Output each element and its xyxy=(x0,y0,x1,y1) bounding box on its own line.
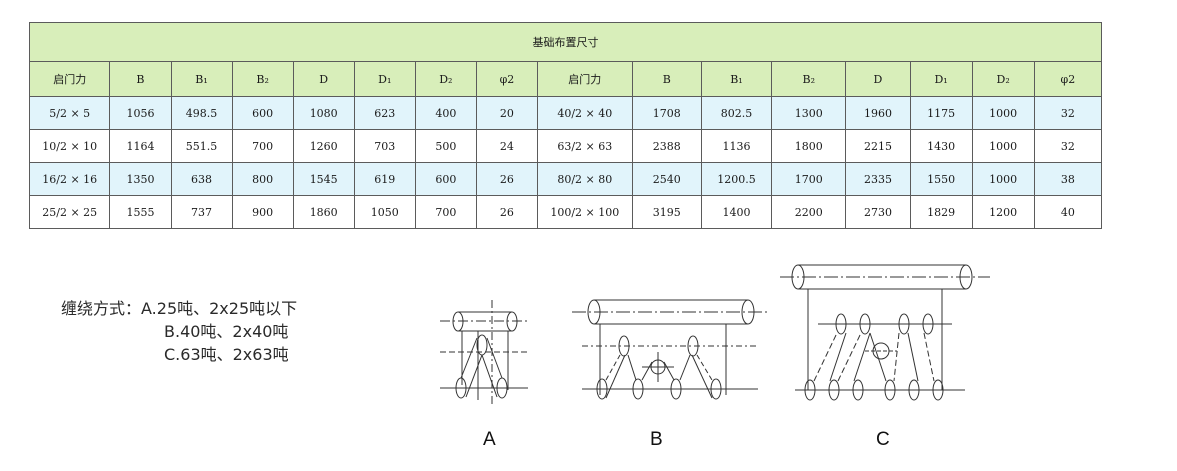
table-cell: 100/2 × 100 xyxy=(536,195,633,229)
column-header: B₁ xyxy=(700,61,773,97)
table-cell: 737 xyxy=(170,195,233,229)
table-cell: 800 xyxy=(231,162,294,196)
table-cell: 2200 xyxy=(771,195,847,229)
table-cell: 2215 xyxy=(845,129,911,163)
table-cell: 10/2 × 10 xyxy=(28,129,111,163)
table-cell: 1056 xyxy=(109,96,172,130)
column-header: 启门力 xyxy=(536,61,633,97)
table-cell: 1200 xyxy=(971,195,1035,229)
table-cell: 2540 xyxy=(631,162,702,196)
table-cell: 38 xyxy=(1033,162,1103,196)
column-header: B₂ xyxy=(771,61,847,97)
diagram-label-a: A xyxy=(483,429,496,450)
winding-diagram-c xyxy=(780,264,990,401)
winding-diagram-a xyxy=(440,300,528,405)
table-cell: 20 xyxy=(475,96,538,130)
table-cell: 500 xyxy=(414,129,477,163)
winding-diagram-b xyxy=(572,299,768,400)
table-title-row: 基础布置尺寸 xyxy=(29,22,1102,62)
table-cell: 600 xyxy=(231,96,294,130)
table-cell: 1350 xyxy=(109,162,172,196)
table-cell: 400 xyxy=(414,96,477,130)
table-cell: 638 xyxy=(170,162,233,196)
winding-label: 缠绕方式： xyxy=(61,299,142,318)
winding-item-b: B.40吨、2x40吨 xyxy=(164,322,289,341)
column-header: D₂ xyxy=(971,61,1035,97)
column-header: B₁ xyxy=(170,61,233,97)
column-header: D₁ xyxy=(353,61,416,97)
table-cell: 40/2 × 40 xyxy=(536,96,633,130)
winding-methods: 缠绕方式：A.25吨、2x25吨以下 B.40吨、2x40吨 C.63吨、2x6… xyxy=(61,297,297,366)
table-cell: 1136 xyxy=(700,129,773,163)
table-cell: 619 xyxy=(353,162,416,196)
table-cell: 1000 xyxy=(971,129,1035,163)
table-cell: 26 xyxy=(475,162,538,196)
table-cell: 1860 xyxy=(292,195,355,229)
table-cell: 700 xyxy=(414,195,477,229)
table-cell: 5/2 × 5 xyxy=(28,96,111,130)
winding-item-a: A.25吨、2x25吨以下 xyxy=(141,299,298,318)
table-cell: 623 xyxy=(353,96,416,130)
column-header: D xyxy=(292,61,355,97)
column-header: D xyxy=(845,61,911,97)
table-cell: 1960 xyxy=(845,96,911,130)
table-cell: 3195 xyxy=(631,195,702,229)
diagram-label-c: C xyxy=(876,429,890,450)
table-cell: 2730 xyxy=(845,195,911,229)
diagram-label-b: B xyxy=(650,429,663,450)
winding-item-c: C.63吨、2x63吨 xyxy=(164,345,289,364)
table-cell: 1829 xyxy=(909,195,973,229)
column-header: 启门力 xyxy=(28,61,111,97)
table-cell: 1260 xyxy=(292,129,355,163)
table-cell: 1545 xyxy=(292,162,355,196)
table-cell: 26 xyxy=(475,195,538,229)
table-cell: 1400 xyxy=(700,195,773,229)
table-cell: 25/2 × 25 xyxy=(28,195,111,229)
table-cell: 24 xyxy=(475,129,538,163)
table-cell: 1050 xyxy=(353,195,416,229)
table-cell: 1555 xyxy=(109,195,172,229)
table-cell: 40 xyxy=(1033,195,1103,229)
winding-line-a: 缠绕方式：A.25吨、2x25吨以下 xyxy=(61,297,297,320)
table-cell: 1700 xyxy=(771,162,847,196)
table-cell: 16/2 × 16 xyxy=(28,162,111,196)
column-header: D₁ xyxy=(909,61,973,97)
table-cell: 900 xyxy=(231,195,294,229)
table-cell: 63/2 × 63 xyxy=(536,129,633,163)
table-cell: 703 xyxy=(353,129,416,163)
table-cell: 80/2 × 80 xyxy=(536,162,633,196)
table-cell: 2335 xyxy=(845,162,911,196)
table-title: 基础布置尺寸 xyxy=(29,22,1102,62)
table-cell: 1200.5 xyxy=(700,162,773,196)
column-header: φ2 xyxy=(1033,61,1103,97)
column-header: B xyxy=(631,61,702,97)
table-cell: 32 xyxy=(1033,96,1103,130)
column-header: φ2 xyxy=(475,61,538,97)
table-cell: 2388 xyxy=(631,129,702,163)
column-header: B₂ xyxy=(231,61,294,97)
table-cell: 802.5 xyxy=(700,96,773,130)
